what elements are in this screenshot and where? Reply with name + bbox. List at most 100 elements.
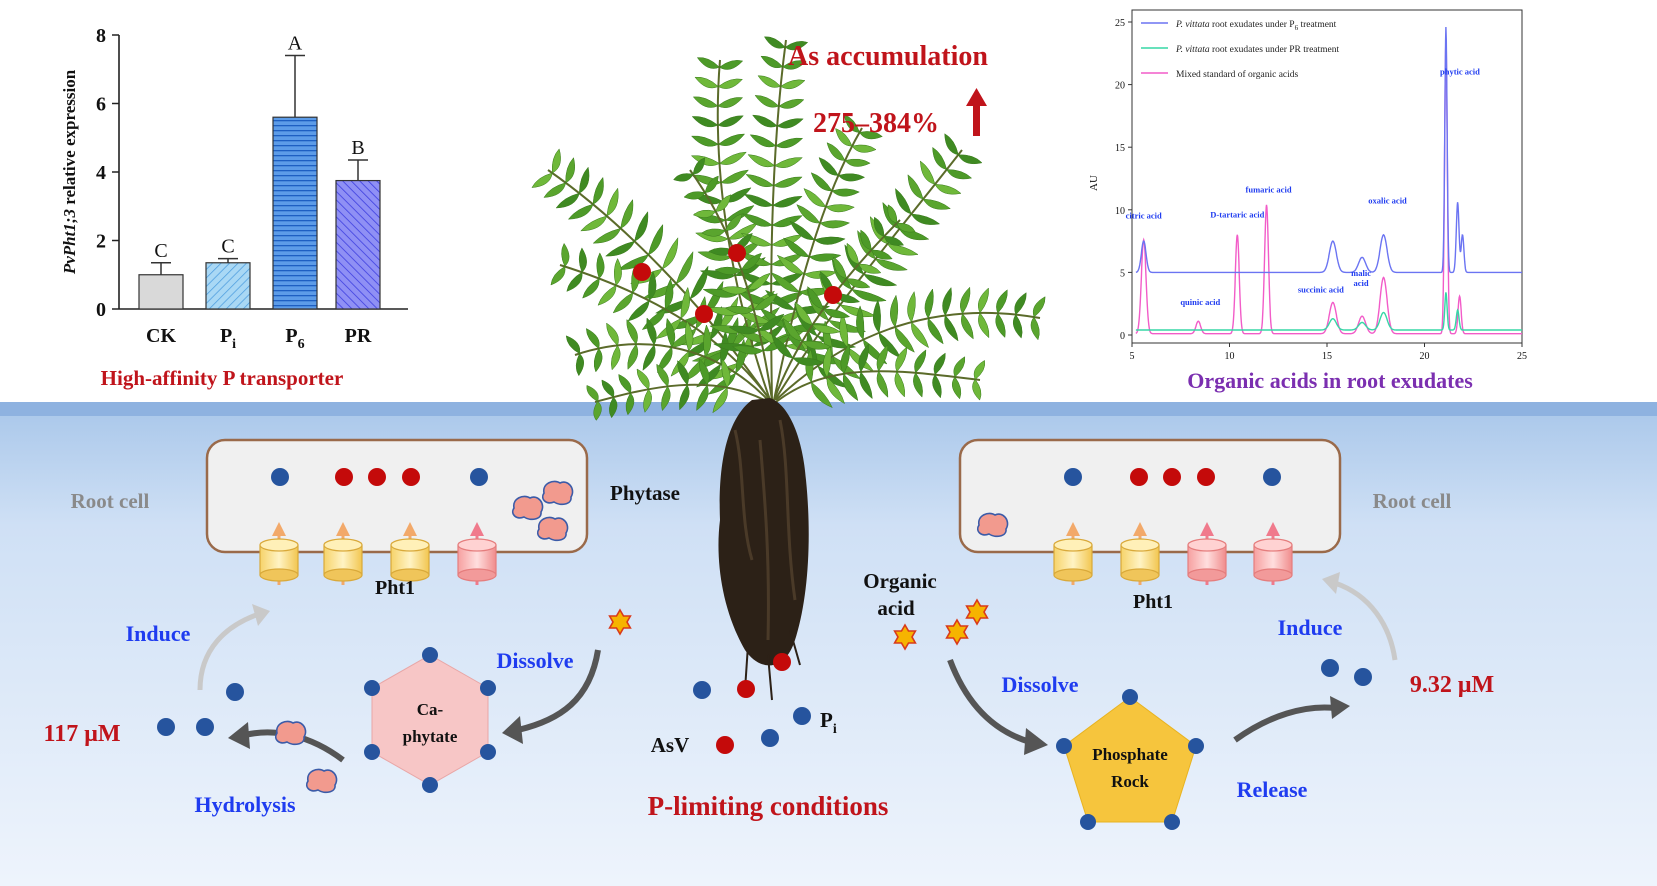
fern-pinna	[851, 144, 877, 153]
left-pht1-label: Pht1	[375, 577, 415, 599]
fern-pinna	[696, 384, 709, 412]
fern-pinna	[696, 57, 720, 69]
left-mechanism-panel: Root cell Phytase Pht1 Induce Dissolve C…	[44, 438, 680, 817]
fern-pinna	[961, 313, 974, 340]
fern-stem	[559, 264, 771, 401]
fern-pinna	[566, 271, 583, 292]
hydrolysis-label: Hydrolysis	[194, 792, 296, 817]
fern-pinna	[910, 213, 941, 225]
fern-pinna	[642, 344, 656, 371]
fern-pinna	[973, 360, 986, 380]
fern-pinna	[605, 240, 635, 257]
pi-dot	[793, 707, 811, 725]
fern-pinna	[656, 363, 669, 387]
hplc-peak-label: phytic acid	[1440, 67, 1480, 77]
fern-pinna	[627, 343, 639, 370]
organic-acid-label-2: acid	[877, 596, 915, 620]
hplc-y-tick-label: 15	[1115, 143, 1125, 154]
fern-pinna	[720, 169, 749, 184]
hplc-series-pr	[1135, 292, 1522, 331]
pi-dot	[1188, 738, 1204, 754]
fern-pinna	[872, 299, 881, 334]
bar-chart-y-tick-label: 0	[96, 299, 106, 321]
up-arrow-icon	[966, 88, 987, 136]
fern-pinna	[601, 379, 615, 398]
fern-pinna	[718, 60, 744, 70]
right-root-cell-label: Root cell	[1373, 489, 1452, 513]
phosphate-rock-label-2: Rock	[1111, 772, 1149, 791]
fern-pinna	[611, 345, 621, 371]
pi-dot	[470, 468, 488, 486]
fern-pinna	[808, 253, 842, 262]
fern-pinna	[1030, 316, 1040, 341]
fern-pinna	[690, 135, 719, 147]
fern-pinna	[932, 146, 948, 170]
fern-pinna	[913, 372, 923, 398]
fern-pinna	[771, 334, 794, 359]
hplc-peak-label: succinic acid	[1298, 284, 1344, 294]
fern-pinna	[646, 317, 657, 346]
fern-pinna	[811, 381, 833, 409]
fern-pinna	[960, 286, 971, 315]
fern-pinna	[575, 353, 585, 377]
fern-pinna	[796, 204, 821, 224]
hplc-x-tick-label: 5	[1130, 351, 1135, 362]
fern-pinna	[689, 265, 709, 300]
fern-pinna	[858, 263, 882, 274]
fern-pinna	[887, 243, 919, 256]
pht1-transporter-bottom	[1120, 568, 1160, 582]
fern-pinna	[911, 321, 929, 349]
fern-pinna	[760, 55, 784, 69]
fern-pinna	[680, 286, 690, 319]
fern-pinna	[643, 388, 652, 413]
organic-acid-label-1: Organic	[863, 569, 937, 593]
hplc-legend-entry: P. vittata root exudates under PR treatm…	[1175, 45, 1340, 55]
fern-pinna	[773, 176, 803, 188]
fern-pinna	[579, 166, 590, 194]
fern-pinna	[593, 400, 602, 421]
fern-pinna	[794, 301, 813, 326]
fern-pinna	[782, 60, 807, 70]
pht1-transporter-top	[323, 538, 363, 552]
fern-pinna	[813, 236, 846, 245]
bar-significance-letter: A	[288, 33, 303, 55]
asv-dot	[1163, 468, 1181, 486]
fern-pinna	[922, 198, 951, 210]
fern-pinna	[846, 278, 871, 289]
fern-pinna	[701, 228, 726, 237]
organic-acid-star	[965, 598, 989, 626]
fern-pinna	[826, 142, 846, 161]
transport-arrowhead	[1200, 522, 1214, 536]
hplc-peak-label: quinic acid	[1180, 297, 1220, 307]
fern-pinna	[822, 345, 832, 378]
fern-pinna	[710, 305, 723, 340]
fern-pinna	[776, 254, 805, 275]
pi-dot	[1064, 468, 1082, 486]
fern-pinna	[1012, 314, 1023, 339]
accumulation-title: As accumulation	[788, 41, 988, 72]
transport-arrowhead	[336, 522, 350, 536]
fern-pinna	[555, 192, 580, 209]
fern-pinna	[863, 273, 898, 287]
hplc-peak-label: oxalic acid	[1368, 196, 1407, 206]
left-root-cell	[205, 438, 589, 554]
fern-pinna	[567, 203, 594, 220]
bar-chart-y-label: PvPht1;3 relative expression	[60, 69, 79, 275]
fern-pinna	[776, 118, 804, 129]
fern-pinna	[692, 209, 716, 218]
fern-pinna	[740, 252, 762, 270]
bar-chart-y-tick-label: 6	[96, 94, 106, 116]
fern-pinna	[840, 343, 851, 375]
fern-pinna	[747, 272, 771, 291]
bar-chart-y-tick-label: 4	[96, 162, 106, 184]
asv-dot	[716, 736, 734, 754]
fern-pinna	[580, 215, 608, 232]
fern-stem	[689, 169, 773, 401]
fern-pinna	[825, 204, 855, 213]
fern-pinna	[664, 278, 674, 310]
fern-pinna	[784, 41, 809, 51]
fern-pinna	[586, 385, 599, 402]
left-root-cell-label: Root cell	[71, 489, 150, 513]
